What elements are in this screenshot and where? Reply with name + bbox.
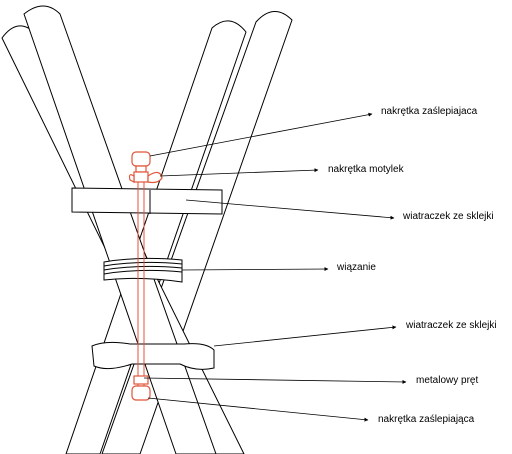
wing-nut (128, 171, 163, 184)
leader-binding (181, 267, 329, 272)
label-plywood-spinner-bottom: wiatraczek ze sklejki (406, 320, 497, 331)
label-metal-rod: metalowy pręt (416, 375, 479, 386)
leader-metal-rod (143, 377, 407, 384)
end-nut-top (131, 151, 151, 173)
plywood-spinner-top (71, 187, 223, 215)
leader-end-nut-top (149, 112, 373, 157)
end-nut-bottom (131, 375, 151, 401)
leg-front-left (23, 5, 217, 454)
plywood-spinner-bottom (91, 341, 215, 370)
label-wing-nut: nakrętka motylek (328, 164, 404, 175)
label-end-nut-bottom: nakrętka zaślepiająca (378, 414, 475, 425)
binding (103, 257, 183, 283)
label-end-nut-top: nakrętka zaślepiajaca (381, 106, 478, 117)
leader-end-nut-bottom (147, 397, 369, 422)
metal-rod (137, 164, 145, 400)
leader-spinner-top (185, 199, 395, 220)
leader-wing-nut (159, 168, 319, 177)
label-binding: wiązanie (337, 262, 376, 273)
label-plywood-spinner-top: wiatraczek ze sklejki (403, 211, 494, 222)
leader-spinner-bottom (213, 325, 397, 347)
